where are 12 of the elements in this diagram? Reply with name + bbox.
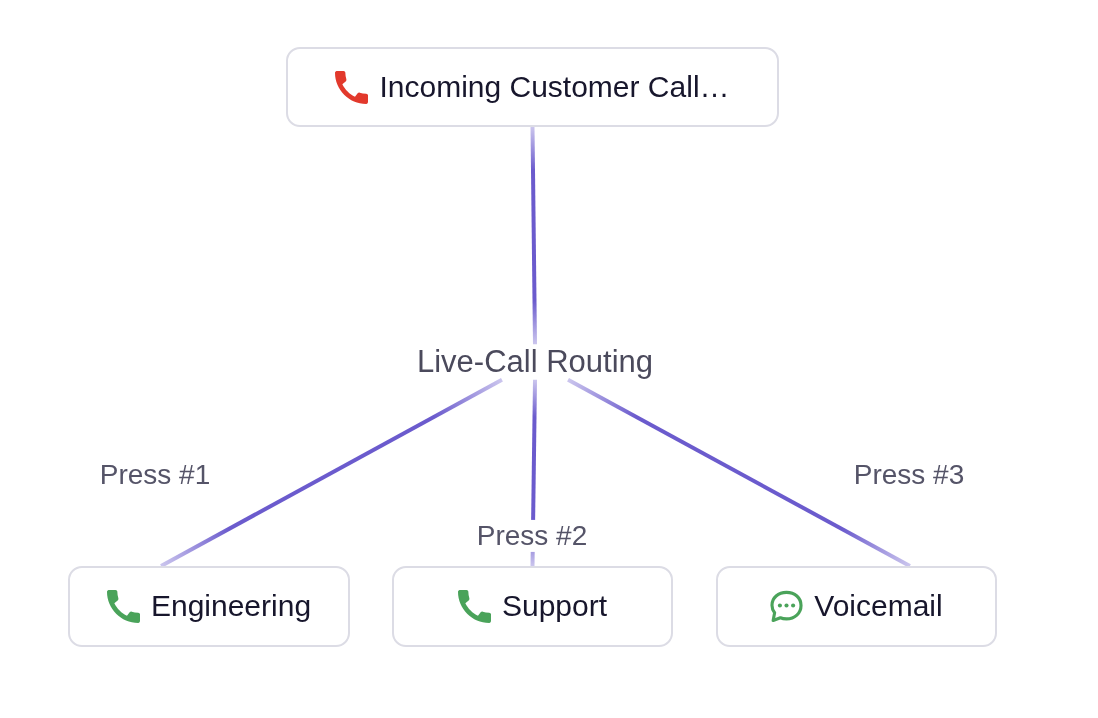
process-box xyxy=(716,566,997,647)
process-box xyxy=(68,566,350,647)
node-label: Live-Call Routing xyxy=(416,344,654,380)
connector-line xyxy=(567,378,911,568)
node-label: Support xyxy=(501,589,608,624)
node-label: Voicemail xyxy=(814,589,943,624)
node-label: Engineering xyxy=(150,589,312,624)
process-box xyxy=(286,47,779,127)
connector-line xyxy=(530,126,537,345)
node-label: Incoming Customer Call… xyxy=(379,69,730,105)
connector-line xyxy=(160,378,503,568)
process-box xyxy=(392,566,673,647)
